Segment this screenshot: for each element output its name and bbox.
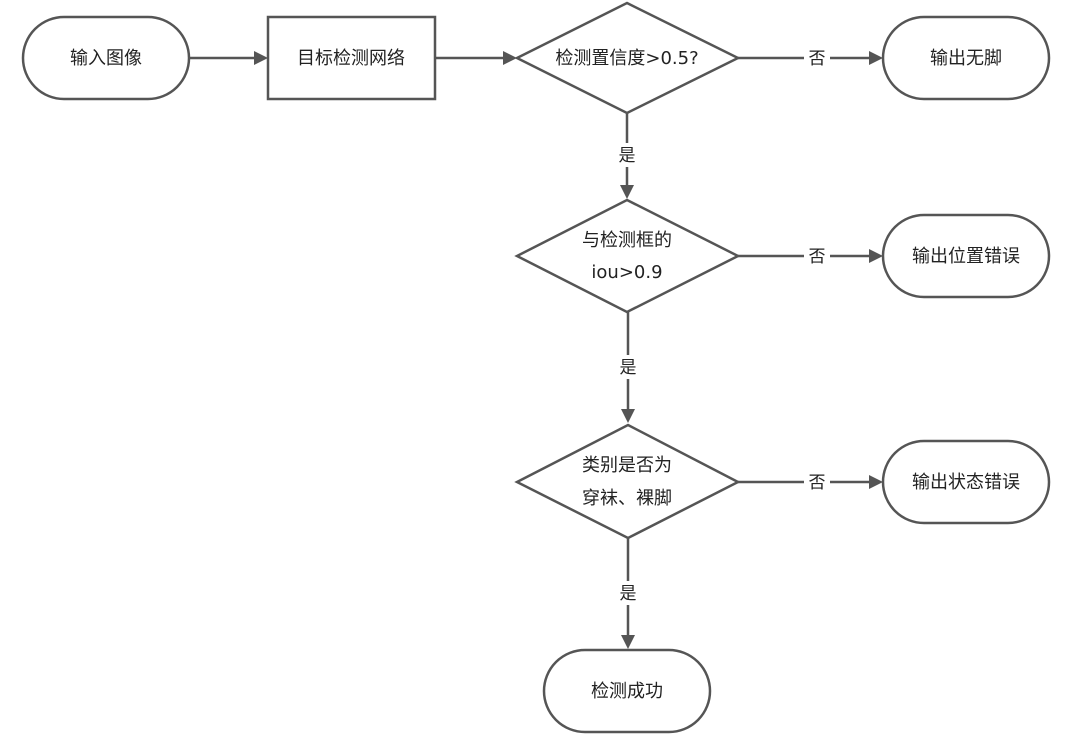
- node-detection-network: 目标检测网络: [266, 15, 437, 101]
- arrowhead: [621, 635, 635, 649]
- edge-label-iou-yes: 是: [620, 358, 637, 378]
- node-decision-iou-line2: iou>0.9: [591, 262, 662, 283]
- node-decision-confidence-label: 检测置信度>0.5?: [555, 48, 698, 69]
- node-decision-iou-line1: 与检测框的: [582, 230, 672, 251]
- node-decision-class: 类别是否为 穿袜、裸脚: [514, 423, 741, 540]
- arrowhead: [869, 51, 883, 65]
- node-detection-success-label: 检测成功: [591, 681, 663, 702]
- node-input-image: 输入图像: [21, 15, 191, 101]
- terminal-shape: [542, 648, 712, 734]
- node-detection-network-label: 目标检测网络: [297, 48, 405, 69]
- edge-labels: 否 是 否 是 否 是: [614, 46, 830, 605]
- decision-shape: [514, 1, 741, 115]
- node-decision-confidence: 检测置信度>0.5?: [514, 1, 741, 115]
- node-output-no-feet-label: 输出无脚: [930, 48, 1002, 69]
- process-shape: [266, 15, 437, 101]
- terminal-shape: [881, 213, 1051, 299]
- node-decision-class-line1: 类别是否为: [582, 455, 672, 476]
- arrowhead: [621, 409, 635, 423]
- edge-label-confidence-yes: 是: [619, 146, 636, 166]
- arrowhead: [869, 249, 883, 263]
- edge-label-confidence-no: 否: [809, 49, 826, 69]
- edge-label-class-no: 否: [809, 473, 826, 493]
- node-decision-class-line2: 穿袜、裸脚: [582, 488, 672, 509]
- arrowhead: [869, 475, 883, 489]
- node-decision-iou: 与检测框的 iou>0.9: [514, 198, 741, 314]
- terminal-shape: [881, 439, 1051, 525]
- node-output-position-error: 输出位置错误: [881, 213, 1051, 299]
- node-output-no-feet: 输出无脚: [881, 15, 1051, 101]
- arrowhead: [503, 51, 517, 65]
- edges: [189, 51, 883, 649]
- node-detection-success: 检测成功: [542, 648, 712, 734]
- node-input-image-label: 输入图像: [70, 48, 142, 69]
- edge-label-iou-no: 否: [809, 247, 826, 267]
- edge-label-class-yes: 是: [620, 584, 637, 604]
- arrowhead: [254, 51, 268, 65]
- node-output-state-error: 输出状态错误: [881, 439, 1051, 525]
- terminal-shape: [881, 15, 1051, 101]
- node-output-position-error-label: 输出位置错误: [912, 246, 1020, 267]
- node-output-state-error-label: 输出状态错误: [912, 472, 1020, 493]
- decision-shape: [514, 423, 741, 540]
- decision-shape: [514, 198, 741, 314]
- terminal-shape: [21, 15, 191, 101]
- arrowhead: [620, 185, 634, 199]
